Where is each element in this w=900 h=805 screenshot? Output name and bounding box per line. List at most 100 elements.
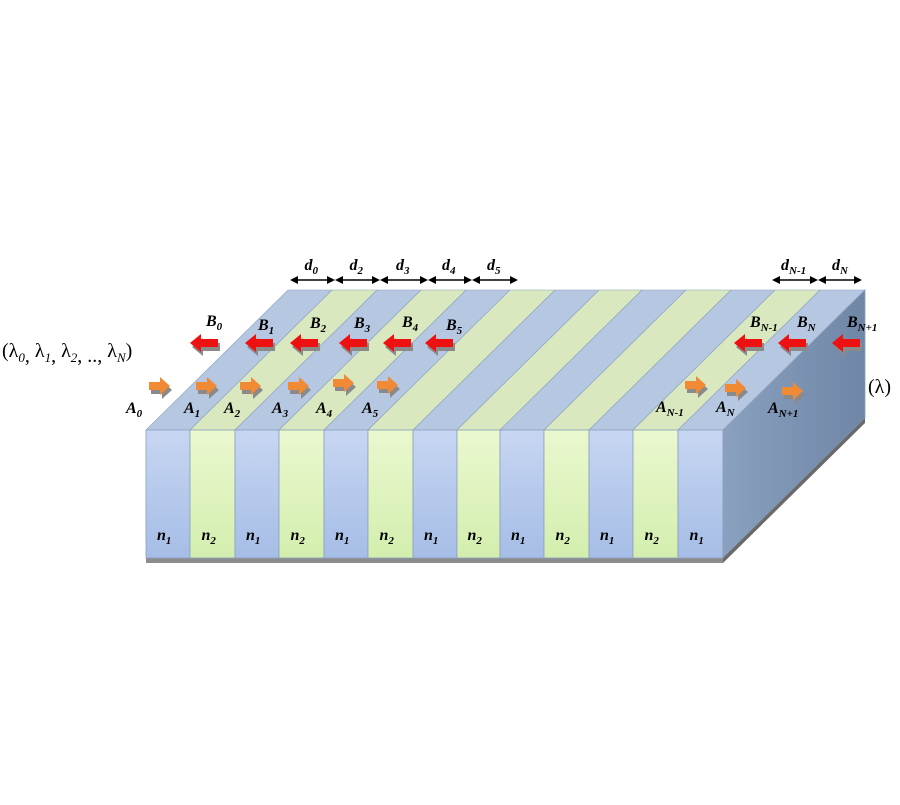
layer-label-8-sub: 2	[475, 535, 482, 547]
input-sep-2: , ..,	[77, 345, 107, 367]
forward-wave-label-7-base: A	[715, 399, 727, 416]
layer-label-2-sub: 2	[209, 535, 216, 547]
forward-wave-label-5: A5	[361, 400, 379, 420]
backward-wave-label-0-base: B	[205, 313, 217, 330]
layer-label-5-sub: 1	[344, 535, 350, 547]
thickness-label-6-base: d	[832, 257, 841, 274]
forward-wave-label-4: A4	[315, 400, 333, 420]
input-lambda-sub-0: 0	[18, 350, 25, 365]
forward-wave-arrow-0	[149, 377, 172, 399]
thickness-arrow-4	[472, 276, 518, 284]
input-lambda-sub-1: 1	[45, 350, 52, 365]
layer-label-6-sub: 2	[387, 535, 394, 547]
layer-label-4-base: n	[291, 527, 300, 544]
backward-wave-label-7: BN	[796, 314, 817, 334]
thickness-label-5-base: d	[781, 257, 790, 274]
layer-13-n1	[677, 429, 724, 559]
thickness-arrow-2	[380, 276, 428, 284]
backward-wave-arrow-0	[190, 334, 220, 356]
layer-label-5: n1	[335, 527, 349, 547]
backward-wave-label-5-sub: 5	[457, 325, 463, 337]
side-face	[722, 289, 866, 563]
layer-6-n2	[367, 429, 414, 559]
io-labels: (λ0, λ1, λ2, .., λN) (λ)	[2, 340, 891, 398]
backward-wave-label-5-base: B	[445, 317, 457, 334]
forward-wave-arrow-6	[685, 376, 708, 398]
backward-wave-label-1: B1	[257, 317, 274, 337]
backward-wave-label-4-sub: 4	[412, 322, 419, 334]
thickness-arrow-5	[772, 276, 818, 284]
forward-wave-label-8-base: A	[767, 400, 779, 417]
layer-label-13-base: n	[690, 527, 699, 544]
forward-wave-arrow-5	[377, 376, 400, 398]
layer-label-10-sub: 2	[563, 535, 570, 547]
thickness-arrow-0	[290, 276, 335, 284]
input-lambda-sub-2: 2	[71, 350, 78, 365]
layer-label-6-base: n	[380, 527, 389, 544]
layer-label-9-base: n	[511, 527, 520, 544]
layer-4-n2	[278, 429, 325, 559]
backward-wave-label-1-base: B	[257, 317, 269, 334]
thickness-label-2-base: d	[396, 257, 405, 274]
thickness-label-4: d5	[487, 257, 501, 277]
backward-wave-label-2-base: B	[309, 315, 321, 332]
forward-wave-label-6: AN-1	[655, 399, 684, 419]
thickness-label-1-base: d	[350, 257, 359, 274]
backward-wave-label-3: B3	[353, 315, 371, 335]
layer-3-n1	[234, 429, 280, 559]
layer-label-11: n1	[600, 527, 614, 547]
thickness-label-0-base: d	[305, 257, 314, 274]
layer-label-8: n2	[468, 527, 483, 547]
forward-wave-label-1-base: A	[183, 400, 195, 417]
output-wavelength-label: (λ)	[868, 376, 891, 398]
forward-wave-label-1: A1	[183, 400, 200, 420]
forward-wave-arrow-2	[240, 377, 263, 399]
backward-wave-arrow-8	[832, 334, 862, 356]
forward-wave-label-6-sub: N-1	[666, 407, 684, 419]
forward-wave-label-5-base: A	[361, 400, 373, 417]
layer-label-13: n1	[690, 527, 704, 547]
forward-wave-label-4-base: A	[315, 400, 327, 417]
thickness-label-4-sub: 5	[495, 265, 501, 277]
layer-label-4-sub: 2	[298, 535, 305, 547]
forward-wave-label-0-base: A	[125, 400, 137, 417]
thickness-arrow-6	[818, 276, 862, 284]
forward-wave-label-0: A0	[125, 400, 143, 420]
forward-wave-label-1-sub: 1	[195, 408, 201, 420]
layer-label-10-base: n	[556, 527, 565, 544]
input-sep-1: ,	[51, 345, 61, 367]
top-face	[145, 289, 866, 431]
thickness-label-6: dN	[832, 257, 849, 277]
layer-1-n1	[145, 429, 191, 559]
forward-wave-label-3-sub: 3	[282, 408, 289, 420]
backward-wave-arrow-5	[425, 334, 455, 356]
forward-wave-label-5-sub: 5	[373, 408, 379, 420]
forward-wave-label-7: AN	[715, 399, 736, 419]
layer-label-13-sub: 1	[698, 535, 704, 547]
layer-label-2: n2	[202, 527, 217, 547]
thickness-label-4-base: d	[487, 257, 496, 274]
input-lambda-0: λ	[9, 340, 19, 362]
forward-wave-label-2: A2	[223, 400, 241, 420]
backward-wave-arrow-4	[383, 334, 413, 356]
wave-arrows	[149, 334, 862, 404]
input-lambda-sub-3: N	[116, 350, 127, 365]
thickness-label-5: dN-1	[781, 257, 806, 277]
input-wavelengths-label: (λ0, λ1, λ2, .., λN)	[2, 340, 132, 367]
forward-wave-arrow-7	[725, 379, 748, 401]
thickness-arrow-3	[428, 276, 472, 284]
backward-wave-label-8-sub: N+1	[857, 322, 878, 334]
layer-2-n2	[189, 429, 236, 559]
layer-label-12: n2	[645, 527, 660, 547]
layer-label-11-base: n	[600, 527, 609, 544]
layer-label-7: n1	[424, 527, 438, 547]
forward-wave-label-7-sub: N	[726, 407, 736, 419]
backward-wave-arrow-7	[778, 334, 808, 356]
backward-wave-label-8-base: B	[846, 314, 858, 331]
backward-wave-label-6-base: B	[749, 314, 761, 331]
forward-wave-label-4-sub: 4	[326, 408, 333, 420]
layer-11-n1	[588, 429, 634, 559]
layer-12-n2	[632, 429, 679, 559]
layer-label-3-sub: 1	[255, 535, 261, 547]
